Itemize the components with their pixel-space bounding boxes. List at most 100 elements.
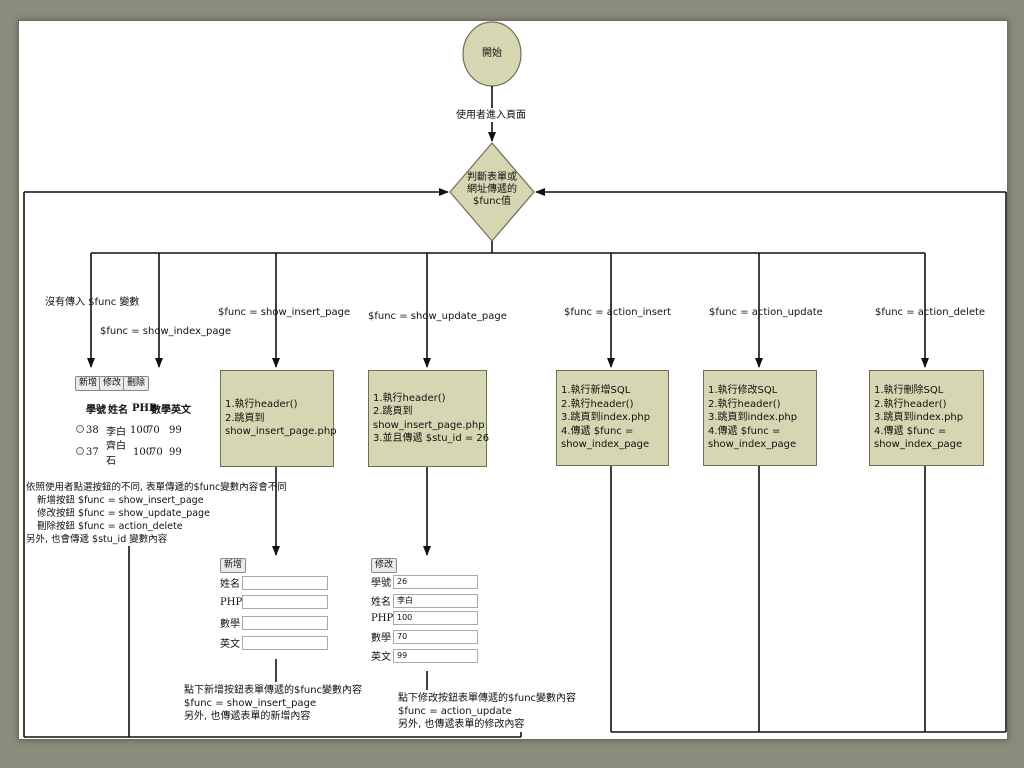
insert-form-add-button[interactable]: 新增: [220, 558, 247, 573]
process-line: show_index_page: [708, 439, 797, 451]
field-label: 數學: [220, 619, 240, 630]
note-line: $func = action_update: [398, 706, 512, 717]
process-line: 1.執行刪除SQL: [874, 385, 944, 397]
field-label: 姓名: [371, 597, 391, 608]
field-label: PHP: [220, 596, 243, 608]
process-line: 3.跳頁到index.php: [874, 412, 964, 424]
process-line: 1.執行header(): [225, 399, 298, 411]
process-box-action-insert: 1.執行新增SQL 2.執行header() 3.跳頁到index.php 4.…: [556, 370, 669, 466]
update-form-edit-button[interactable]: 修改: [371, 558, 398, 573]
slide-canvas: [18, 20, 1008, 740]
row-radio[interactable]: [76, 446, 84, 455]
math-input[interactable]: 70: [393, 629, 478, 644]
branch-label-action-update: $func = action_update: [709, 307, 823, 318]
form-field-row: PHP 100: [371, 611, 478, 625]
process-box-show-insert: 1.執行header() 2.跳頁到 show_insert_page.php: [220, 370, 337, 467]
php-input[interactable]: [242, 595, 328, 609]
form-field-row: 英文: [220, 635, 328, 650]
process-line: 2.執行header(): [561, 398, 634, 410]
english-input[interactable]: 99: [393, 648, 478, 663]
start-label: 開始: [482, 48, 502, 59]
decision-line: 判斷表單或: [467, 172, 517, 183]
note-line: 修改按鈕 $func = show_update_page: [37, 508, 210, 519]
name-input[interactable]: [242, 575, 328, 590]
decision-line: 網址傳遞的: [467, 184, 517, 195]
update-note: 點下修改按鈕表單傳遞的$func變數內容 $func = action_upda…: [398, 692, 576, 731]
branch-label-action-delete: $func = action_delete: [875, 307, 986, 318]
decision-line: $func值: [472, 196, 512, 207]
mock-add-button[interactable]: 新增: [75, 376, 102, 391]
process-line: 4.傳遞 $func =: [708, 425, 781, 437]
branch-label-show-insert: $func = show_insert_page: [218, 307, 351, 318]
field-label: 學號: [371, 578, 391, 589]
form-field-row: PHP: [220, 595, 328, 609]
row-radio[interactable]: [76, 424, 84, 433]
form-field-row: 姓名 李白: [371, 593, 478, 608]
column-header: 姓名: [108, 404, 128, 416]
php-input[interactable]: 100: [393, 611, 478, 625]
process-line: 1.執行修改SQL: [708, 385, 778, 397]
decision-label: 判斷表單或 網址傳遞的 $func值: [452, 172, 532, 208]
form-field-row: 學號 26: [371, 574, 478, 589]
process-line: 2.執行header(): [708, 398, 781, 410]
note-line: 刪除按鈕 $func = action_delete: [37, 521, 183, 532]
process-line: 4.傳遞 $func =: [561, 425, 634, 437]
table-cell: 李白: [106, 426, 126, 438]
field-label: 數學: [371, 633, 391, 644]
process-line: 3.跳頁到index.php: [561, 412, 651, 424]
note-line: 另外, 也傳遞表單的新增內容: [184, 711, 311, 722]
process-line: show_index_page: [874, 439, 963, 451]
form-field-row: 姓名: [220, 575, 328, 590]
table-cell: 70: [147, 424, 160, 436]
process-line: show_insert_page.php: [373, 419, 485, 431]
table-row: 38 李白 100 70 99: [76, 419, 191, 441]
note-line: 依照使用者點選按鈕的不同, 表單傳遞的$func變數內容會不同: [26, 482, 287, 493]
field-label: 姓名: [220, 579, 240, 590]
form-field-row: 數學 70: [371, 629, 478, 644]
process-line: 3.並且傳遞 $stu_id = 26: [373, 433, 490, 444]
table-cell: 99: [169, 446, 182, 458]
branch-label-show-update: $func = show_update_page: [368, 311, 507, 322]
name-input[interactable]: 李白: [393, 593, 478, 608]
note-line: 另外, 也傳遞表單的修改內容: [398, 719, 525, 730]
student-table: 學號 姓名 PHP 數學 英文 38 李白 100 70 99 37 齊白石 1…: [76, 397, 191, 467]
process-box-action-update: 1.執行修改SQL 2.執行header() 3.跳頁到index.php 4.…: [703, 370, 817, 466]
table-row: 37 齊白石 100 70 99: [76, 441, 191, 467]
student-id-input[interactable]: 26: [393, 574, 478, 589]
note-line: 點下修改按鈕表單傳遞的$func變數內容: [398, 693, 577, 704]
table-cell: 37: [86, 446, 99, 458]
index-note: 依照使用者點選按鈕的不同, 表單傳遞的$func變數內容會不同 新增按鈕 $fu…: [26, 481, 287, 546]
process-line: show_insert_page.php: [225, 426, 337, 438]
math-input[interactable]: [242, 615, 328, 630]
form-field-row: 英文 99: [371, 648, 478, 663]
branch-label-no-func: 沒有傳入 $func 變數: [45, 297, 140, 308]
table-cell: 99: [169, 424, 182, 436]
branch-label-action-insert: $func = action_insert: [564, 307, 672, 318]
table-cell: 38: [86, 424, 99, 436]
process-line: 2.執行header(): [874, 398, 947, 410]
process-line: 3.跳頁到index.php: [708, 412, 798, 424]
column-header: 英文: [171, 404, 191, 416]
table-cell: 100: [130, 424, 150, 436]
mock-delete-button[interactable]: 刪除: [123, 376, 150, 391]
process-box-show-update: 1.執行header() 2.跳頁到 show_insert_page.php …: [368, 370, 490, 467]
enter-page-label: 使用者進入頁面: [456, 110, 526, 121]
process-line: 2.跳頁到: [225, 412, 265, 424]
field-label: 英文: [371, 652, 391, 663]
table-cell: 70: [150, 446, 163, 458]
branch-label-show-index: $func = show_index_page: [100, 326, 231, 337]
english-input[interactable]: [242, 635, 328, 650]
process-line: show_index_page: [561, 439, 650, 451]
table-cell: 100: [133, 446, 153, 458]
column-header: 學號: [86, 404, 106, 416]
process-line: 1.執行header(): [373, 392, 446, 404]
insert-note: 點下新增按鈕表單傳遞的$func變數內容 $func = show_insert…: [184, 684, 362, 723]
note-line: $func = show_insert_page: [184, 698, 317, 709]
process-line: 4.傳遞 $func =: [874, 425, 947, 437]
process-box-action-delete: 1.執行刪除SQL 2.執行header() 3.跳頁到index.php 4.…: [869, 370, 984, 466]
mock-edit-button[interactable]: 修改: [99, 376, 126, 391]
field-label: PHP: [371, 612, 394, 624]
form-field-row: 數學: [220, 615, 328, 630]
table-cell: 齊白石: [106, 441, 126, 467]
